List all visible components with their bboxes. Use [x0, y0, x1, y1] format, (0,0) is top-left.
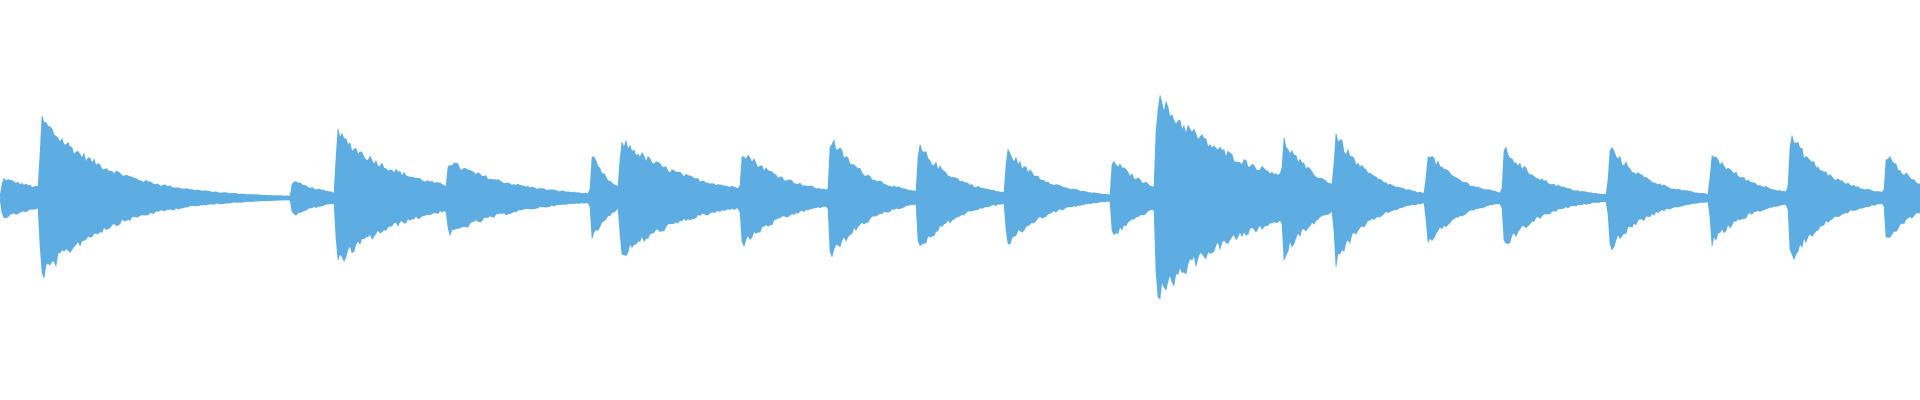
waveform-amplitude-envelope [0, 95, 1920, 300]
